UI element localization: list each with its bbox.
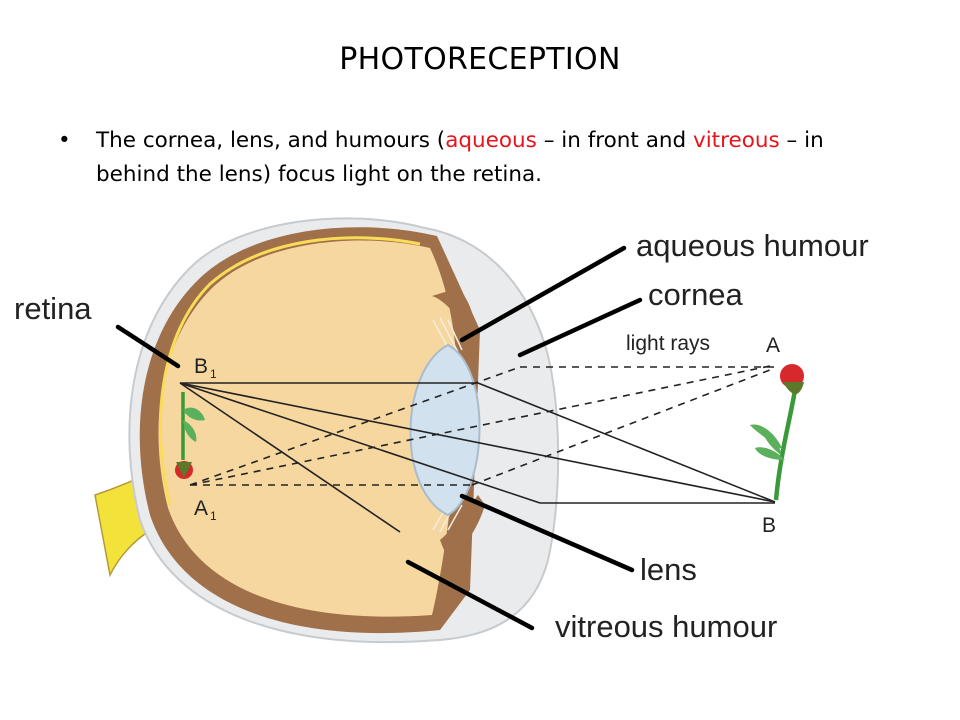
slide-title: PHOTORECEPTION bbox=[339, 42, 621, 77]
label-point-a1-subscript: 1 bbox=[210, 509, 217, 523]
label-aqueous-humour: aqueous humour bbox=[636, 228, 869, 263]
iris-lower bbox=[440, 495, 485, 560]
light-rays bbox=[179, 382, 776, 533]
retina-image-rose bbox=[175, 392, 205, 479]
label-lens: lens bbox=[640, 552, 697, 587]
aqueous-term: aqueous bbox=[445, 128, 537, 153]
bullet-text-part2: – in front and bbox=[536, 128, 693, 153]
vitreous-body bbox=[158, 240, 459, 617]
bullet-text-part3: – in behind the lens) focus light on the… bbox=[96, 128, 824, 187]
pointer-lines bbox=[115, 245, 643, 631]
label-retina: retina bbox=[14, 291, 92, 326]
vitreous-term: vitreous bbox=[692, 128, 780, 153]
bullet-marker: • bbox=[58, 128, 71, 153]
label-point-a: A bbox=[766, 334, 780, 357]
label-point-b1-subscript: 1 bbox=[210, 367, 217, 381]
label-point-b: B bbox=[762, 514, 776, 537]
label-point-a1: A bbox=[194, 497, 208, 520]
label-point-b1: B bbox=[194, 355, 208, 378]
retina-line bbox=[158, 236, 421, 506]
iris-upper bbox=[432, 288, 478, 345]
label-vitreous-humour: vitreous humour bbox=[555, 609, 777, 644]
object-rose bbox=[750, 364, 804, 501]
bullet-text-part1: The cornea, lens, and humours ( bbox=[96, 128, 446, 153]
label-cornea: cornea bbox=[648, 277, 744, 312]
bullet-text: The cornea, lens, and humours (aqueous –… bbox=[96, 124, 886, 192]
label-light-rays: light rays bbox=[626, 332, 710, 355]
dashed-light-rays bbox=[189, 364, 776, 486]
